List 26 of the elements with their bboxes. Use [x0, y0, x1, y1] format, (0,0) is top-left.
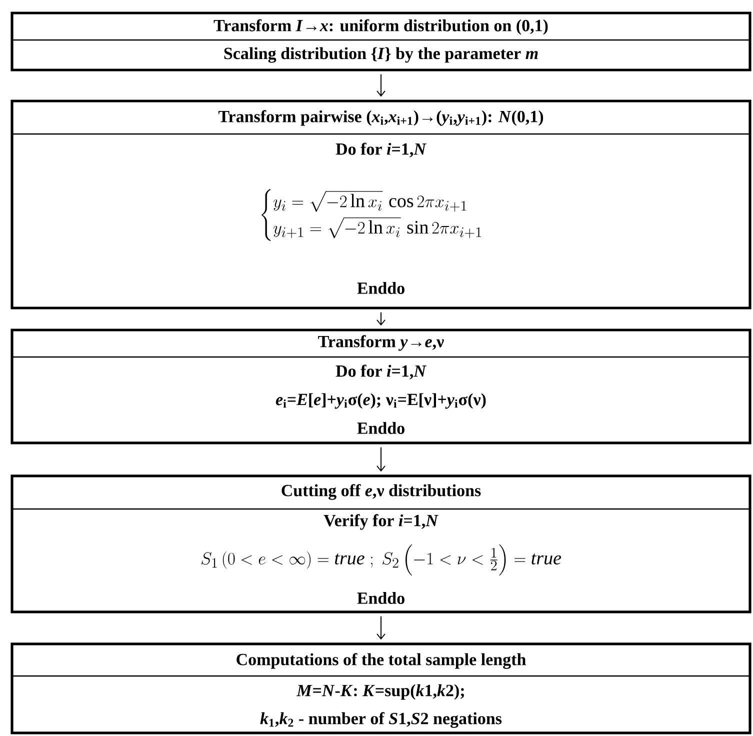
box-heading: Transform y→e,ν — [318, 335, 444, 351]
step-text: Do for i=1,N — [336, 364, 426, 380]
step-text: Do for i=1,N — [336, 142, 426, 158]
arrow — [376, 312, 386, 326]
step-text: e$_{i}$=E[e]+y$_{i}$σ(e); ν$_{i}$=E[ν]+y$_{i}$σ(ν) — [276, 393, 486, 409]
process-box — [10, 100, 752, 310]
box-heading: Transform I→x: uniform distribution on (0,1) — [214, 19, 548, 35]
box-heading: Transform pairwise (x$_{i}$,x$_{i+1}$)→(y$_{i}$,y$_{i+1}$): N(0,1) — [218, 110, 544, 126]
formula: $S_1\left(0<e<\infty\right)=\mathit{true}\;;\; S_2\left(-1<\nu<\tfrac{1}{2}\right)=\mathit{true}$ — [201, 544, 562, 576]
process-box — [10, 12, 752, 72]
step-text: $\textbf{\textit{k}\textsubscript{1},\textit{k}\textsubscript{2} - number of \textit{S}1,\textit{S}2 negations}$ — [260, 712, 502, 728]
process-box — [10, 642, 752, 734]
arrow — [376, 446, 386, 472]
step-text: Enddo — [357, 422, 404, 434]
process-box — [10, 328, 752, 444]
step-text: $\textbf{\textit{M}=\textit{N}-\textit{K}: \textit{K}=sup(\textit{k}1,\textit{k}2);}$ — [296, 684, 464, 700]
formula: $\begin{cases} y_i = \sqrt{-2\ln x_i}\,\cos 2\pi x_{i+1} \\ y_{i+1} = \sqrt{-2\ln x_i}\,\sin 2\pi x_{i+1} \end{cases}$ — [262, 189, 481, 241]
arrow — [376, 74, 386, 97]
step-text: Verify for i=1,N — [324, 514, 438, 530]
arrow — [376, 616, 386, 640]
step-text: Scaling distribution {I} by the parameter m — [224, 47, 538, 63]
step-text: Enddo — [357, 282, 404, 294]
step-text: Enddo — [357, 592, 404, 604]
box-heading: Cutting off e,ν distributions — [282, 484, 481, 500]
process-box — [10, 474, 752, 614]
box-heading: Computations of the total sample length — [236, 653, 526, 669]
